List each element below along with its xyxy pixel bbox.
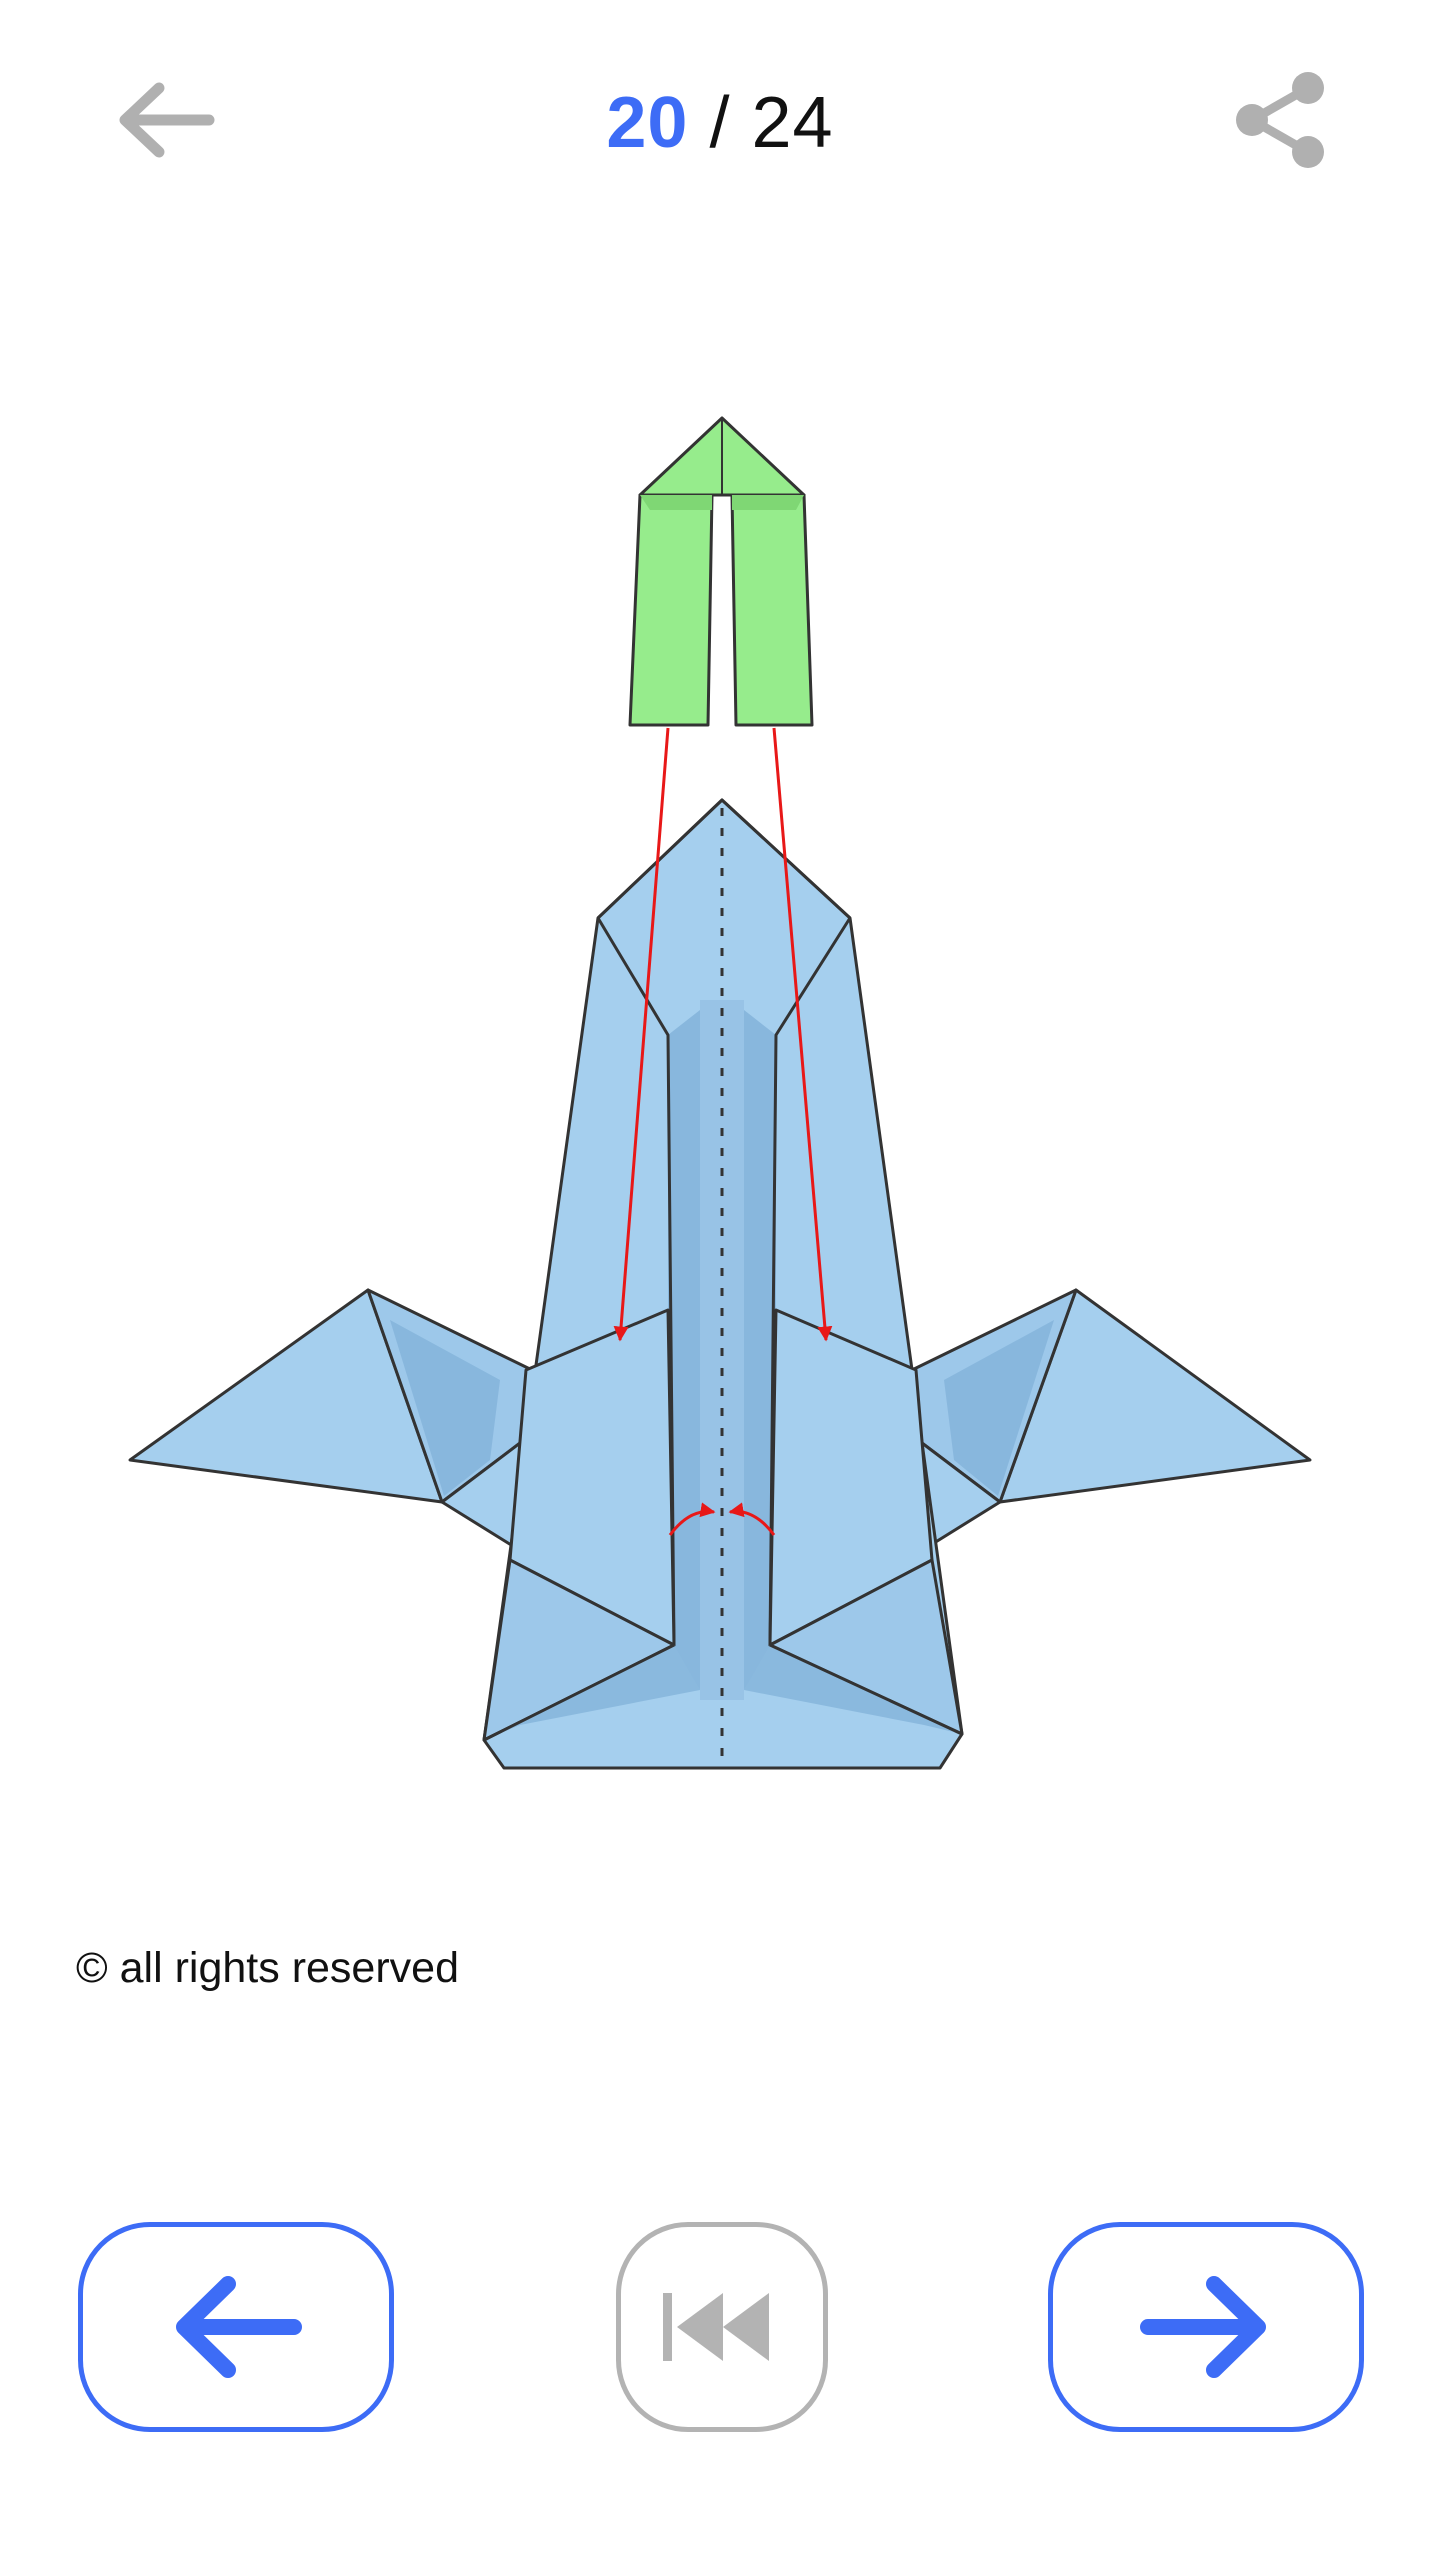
- arrow-right-icon: [1140, 2276, 1266, 2378]
- previous-step-button[interactable]: [78, 2222, 394, 2432]
- arrow-left-icon: [176, 2276, 302, 2378]
- arrow-left-icon: [119, 82, 215, 158]
- first-step-button[interactable]: [616, 2222, 828, 2432]
- share-button[interactable]: [1220, 60, 1340, 180]
- copyright-notice: © all rights reserved: [76, 1944, 459, 1992]
- green-top-piece: [628, 416, 814, 727]
- current-step: 20: [606, 83, 689, 163]
- next-step-button[interactable]: [1048, 2222, 1364, 2432]
- left-wing: [128, 1288, 534, 1550]
- counter-separator: /: [688, 83, 752, 163]
- skip-to-start-icon: [663, 2293, 769, 2361]
- share-icon: [1236, 72, 1324, 168]
- total-steps: 24: [751, 83, 834, 163]
- blue-body: [482, 798, 964, 1770]
- fold-arrows: [613, 727, 833, 1536]
- back-button[interactable]: [100, 60, 230, 180]
- step-counter: 20 / 24: [0, 78, 1440, 168]
- top-bar: 20 / 24: [0, 0, 1440, 240]
- origami-step-diagram: [128, 416, 1312, 1770]
- right-wing: [910, 1288, 1312, 1550]
